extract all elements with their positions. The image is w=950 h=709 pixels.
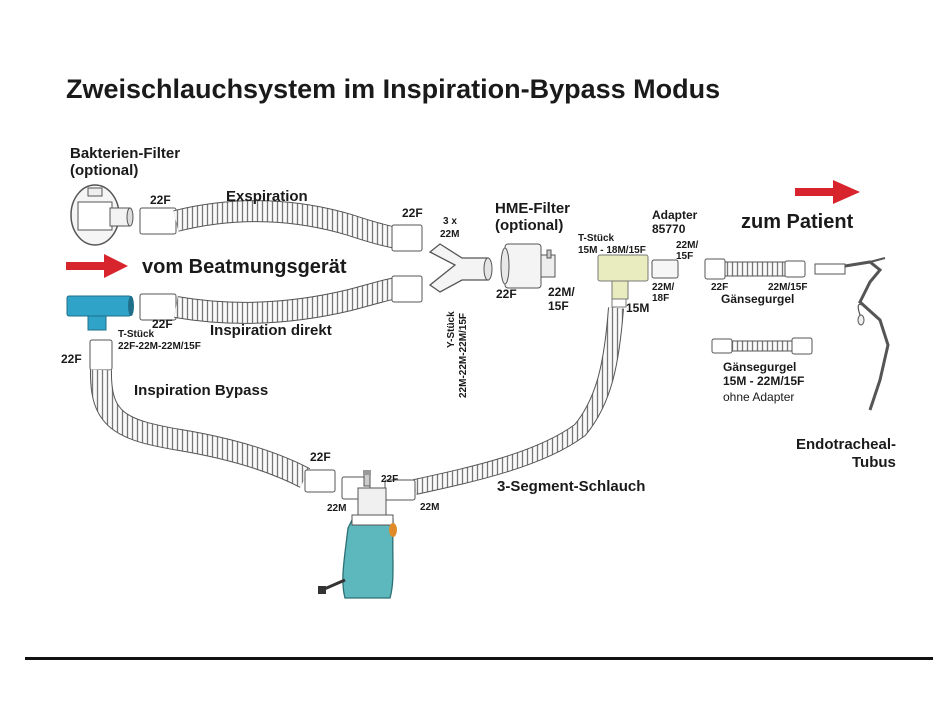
humidifier bbox=[318, 470, 416, 599]
label-22m-15f: 22M/ bbox=[676, 240, 699, 251]
label-endotracheal: Endotracheal- bbox=[796, 436, 897, 453]
three-segment-hose bbox=[413, 307, 624, 495]
hme-filter bbox=[500, 243, 556, 289]
label-22f: 22F bbox=[310, 450, 331, 464]
t-piece-blue bbox=[66, 295, 134, 331]
label-15m: 15M bbox=[626, 301, 650, 315]
label-adapter: Adapter bbox=[652, 208, 698, 222]
label-adapter-number: 85770 bbox=[652, 222, 686, 236]
t-piece-yellow bbox=[597, 254, 649, 308]
label-22f: 22F bbox=[381, 474, 399, 485]
page-title: Zweischlauchsystem im Inspiration-Bypass… bbox=[66, 74, 721, 104]
endotracheal-tube bbox=[814, 257, 890, 411]
inspiration-bypass-hose bbox=[89, 339, 336, 493]
label-y-stueck: Y-Stück bbox=[446, 311, 457, 348]
label-22f: 22F bbox=[711, 282, 729, 293]
label-gaensegurgel-standalone: Gänsegurgel bbox=[723, 360, 797, 374]
arrow-right-icon bbox=[795, 180, 860, 204]
label-y-stueck-spec: 22M-22M-22M/15F bbox=[458, 312, 469, 398]
label-22f: 22F bbox=[152, 317, 173, 331]
label-inspiration-bypass: Inspiration Bypass bbox=[134, 382, 269, 399]
label-bakterien-filter-optional: (optional) bbox=[70, 162, 139, 179]
label-22m-15f: 15F bbox=[548, 299, 569, 313]
label-gaensegurgel-spec: 15M - 22M/15F bbox=[723, 374, 805, 388]
label-exspiration: Exspiration bbox=[226, 188, 308, 205]
label-22f: 22F bbox=[61, 352, 82, 366]
bottom-rule bbox=[25, 657, 933, 660]
label-t-stueck-left-spec: 22F-22M-22M/15F bbox=[118, 341, 201, 352]
label-hme-filter-optional: (optional) bbox=[495, 217, 564, 234]
label-22m-18f: 22M/ bbox=[652, 282, 675, 293]
bacteria-filter bbox=[70, 184, 134, 246]
label-zum-patient: zum Patient bbox=[741, 211, 854, 233]
label-22m-15f: 22M/15F bbox=[768, 282, 808, 293]
label-22m: 22M bbox=[327, 503, 347, 514]
label-22m: 22M bbox=[440, 229, 460, 240]
label-22m: 22M bbox=[420, 502, 440, 513]
label-gaensegurgel: Gänsegurgel bbox=[721, 292, 795, 306]
label-inspiration-direkt: Inspiration direkt bbox=[210, 322, 332, 339]
inspiration-direct-hose bbox=[139, 275, 423, 324]
label-22m-15f: 22M/ bbox=[548, 285, 575, 299]
label-3-segment-schlauch: 3-Segment-Schlauch bbox=[497, 478, 646, 495]
label-vom-beatmungsgeraet: vom Beatmungsgerät bbox=[142, 256, 347, 278]
arrow-right-icon bbox=[66, 254, 128, 278]
label-t-stueck-right: T-Stück bbox=[578, 233, 615, 244]
label-bakterien-filter: Bakterien-Filter bbox=[70, 145, 181, 162]
label-ohne-adapter: ohne Adapter bbox=[723, 390, 795, 404]
label-tubus: Tubus bbox=[852, 454, 896, 471]
goose-neck-top bbox=[704, 258, 806, 280]
label-hme-filter: HME-Filter bbox=[495, 200, 570, 217]
label-3x: 3 x bbox=[443, 216, 457, 227]
label-t-stueck-right-spec: 15M - 18M/15F bbox=[578, 245, 646, 256]
adapter-85770 bbox=[651, 259, 679, 279]
label-t-stueck-left: T-Stück bbox=[118, 329, 155, 340]
y-piece bbox=[428, 243, 493, 293]
label-22m-18f: 18F bbox=[652, 293, 670, 304]
label-22f: 22F bbox=[496, 287, 517, 301]
label-22f: 22F bbox=[402, 206, 423, 220]
exspiration-hose bbox=[139, 200, 423, 252]
label-22f: 22F bbox=[150, 193, 171, 207]
goose-neck-standalone bbox=[711, 337, 813, 355]
label-22m-15f: 15F bbox=[676, 251, 694, 262]
